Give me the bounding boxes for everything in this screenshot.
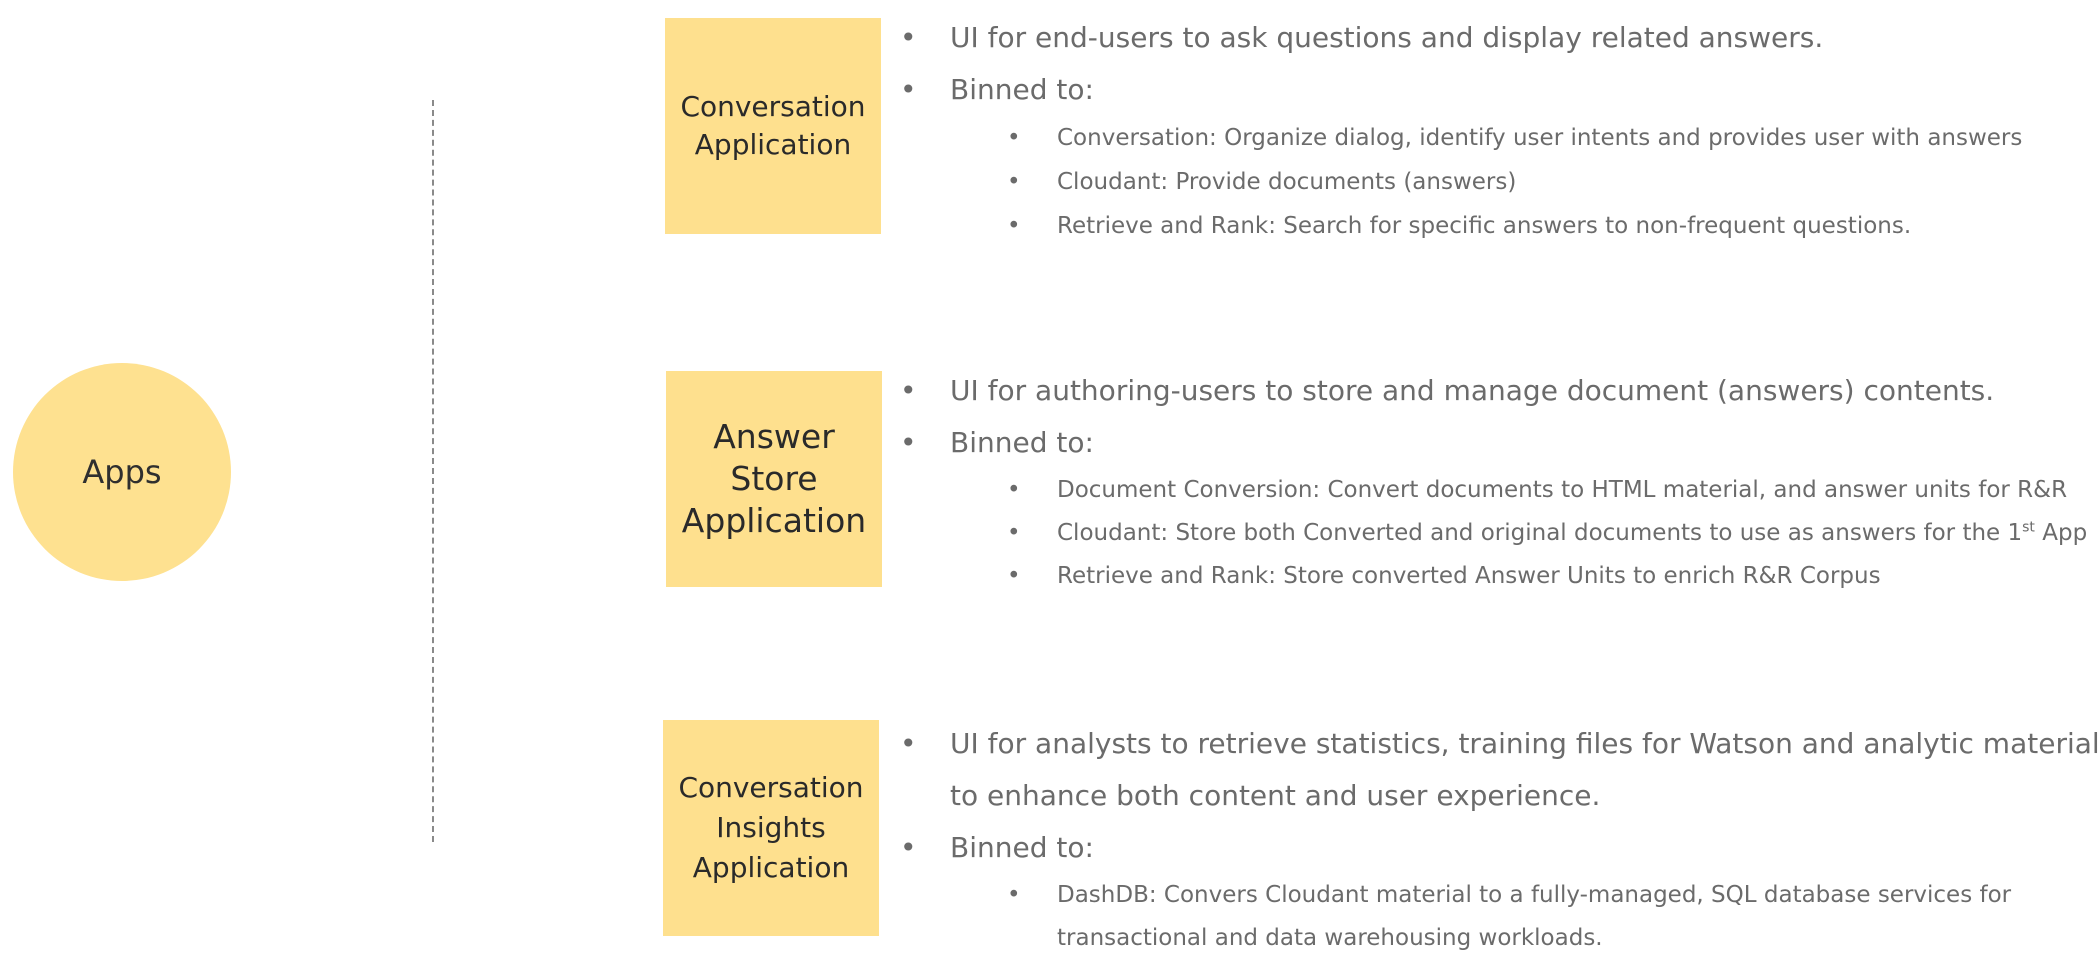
answer-store-application-box: Answer Store Application (666, 371, 882, 587)
sub-bullet: • DashDB: Convers Cloudant material to a… (900, 874, 2040, 917)
sub-bullet: • Document Conversion: Convert documents… (900, 469, 2067, 512)
bullet-text: UI for authoring-users to store and mana… (950, 374, 1995, 407)
bullet-text: Document Conversion: Convert documents t… (1057, 477, 2068, 503)
main-bullet: • Binned to: (900, 822, 2040, 874)
bullet-text: UI for analysts to retrieve statistics, … (950, 727, 2100, 760)
bullet-glyph: • (900, 727, 917, 760)
bullet-text: Retrieve and Rank: Search for specific a… (1057, 213, 1912, 239)
conversation-application-box: Conversation Application (665, 18, 881, 234)
bullet-glyph: • (1007, 213, 1021, 239)
main-bullet: • UI for analysts to retrieve statistics… (900, 718, 2100, 770)
bullet-text-suffix: App (2034, 520, 2088, 546)
bullet-text: Cloudant: Store both Converted and origi… (1057, 520, 2023, 546)
sub-bullet: • Cloudant: Store both Converted and ori… (900, 512, 2087, 555)
main-bullet: • Binned to: (900, 64, 2030, 116)
bullet-glyph: • (1007, 520, 1021, 546)
bullet-text: to enhance both content and user experie… (950, 779, 1601, 812)
bullet-text: Retrieve and Rank: Store converted Answe… (1057, 563, 1881, 589)
bullet-text: Conversation: Organize dialog, identify … (1057, 125, 2023, 151)
main-bullet: • UI for end-users to ask questions and … (900, 12, 2030, 64)
bullet-text: Cloudant: Provide documents (answers) (1057, 169, 1517, 195)
conversation-insights-application-description: • UI for analysts to retrieve statistics… (900, 718, 2100, 960)
bullet-glyph: • (1007, 882, 1021, 908)
sub-bullet: • Cloudant: Provide documents (answers) (900, 160, 2030, 204)
box-label: Conversation Application (680, 90, 866, 161)
sub-bullet-continuation: transactional and data warehousing workl… (900, 917, 2040, 960)
bullet-glyph: • (900, 73, 917, 106)
sub-bullet: • Retrieve and Rank: Search for specific… (900, 204, 2030, 248)
sub-bullet: • Retrieve and Rank: Store converted Ans… (900, 555, 2030, 598)
bullet-text: Binned to: (950, 426, 1094, 459)
main-bullet: • Binned to: (900, 417, 2030, 469)
bullet-text: transactional and data warehousing workl… (1057, 925, 1603, 951)
bullet-glyph: • (900, 426, 917, 459)
apps-circle: Apps (13, 363, 231, 581)
bullet-text: Binned to: (950, 831, 1094, 864)
bullet-glyph: • (900, 374, 917, 407)
bullet-glyph: • (900, 21, 917, 54)
answer-store-application-description: • UI for authoring-users to store and ma… (900, 365, 2087, 598)
bullet-text: UI for end-users to ask questions and di… (950, 21, 1824, 54)
main-bullet: • UI for authoring-users to store and ma… (900, 365, 2030, 417)
conversation-application-description: • UI for end-users to ask questions and … (900, 12, 2030, 248)
superscript: st (2022, 519, 2035, 536)
box-label: Conversation Insights Application (678, 771, 864, 884)
main-bullet-continuation: to enhance both content and user experie… (900, 770, 2040, 822)
bullet-text: DashDB: Convers Cloudant material to a f… (1057, 882, 2012, 908)
bullet-text: Binned to: (950, 73, 1094, 106)
apps-label: Apps (82, 453, 162, 491)
box-label: Answer Store Application (681, 417, 867, 540)
bullet-glyph: • (1007, 563, 1021, 589)
bullet-glyph: • (1007, 169, 1021, 195)
bullet-glyph: • (900, 831, 917, 864)
bullet-glyph: • (1007, 477, 1021, 503)
vertical-divider (432, 100, 434, 842)
bullet-glyph: • (1007, 125, 1021, 151)
conversation-insights-application-box: Conversation Insights Application (663, 720, 879, 936)
sub-bullet: • Conversation: Organize dialog, identif… (900, 116, 2030, 160)
